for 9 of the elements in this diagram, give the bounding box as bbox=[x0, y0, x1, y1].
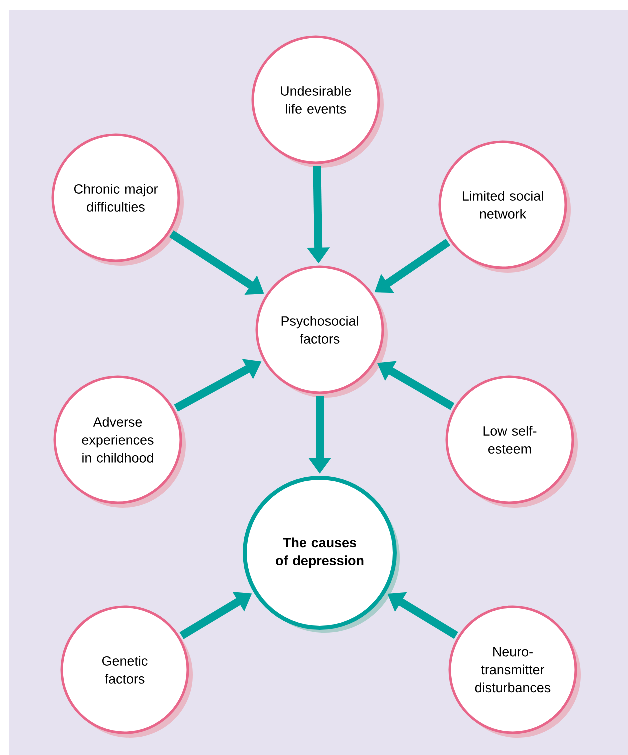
circle-node: Neuro- transmitter disturbances bbox=[448, 606, 578, 734]
circle-node: Undesirable life events bbox=[252, 36, 380, 164]
circle-node: Chronic major difficulties bbox=[52, 134, 180, 262]
circle-node: Low self-esteem bbox=[446, 376, 574, 504]
circle-node: Limited social network bbox=[438, 140, 568, 270]
circle-node: Genetic factors bbox=[60, 606, 190, 734]
circle-node: Psychosocial factors bbox=[256, 266, 384, 394]
main-circle-node: The causes of depression bbox=[243, 476, 397, 630]
circle-node: Adverse experiences in childhood bbox=[54, 376, 182, 504]
